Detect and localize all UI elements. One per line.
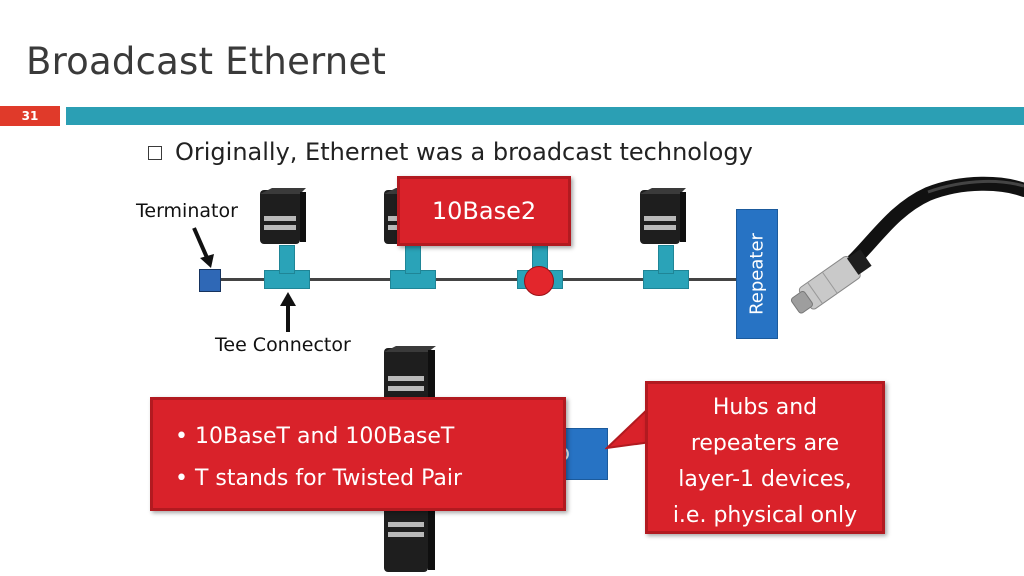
callout-bullet: • T stands for Twisted Pair [175,466,462,491]
server-icon [384,502,436,572]
callout-bullet: • 10BaseT and 100BaseT [175,424,455,449]
server-icon [384,346,436,406]
tee-connector-stem [658,245,674,274]
terminator [199,269,221,292]
callout-10baset: • 10BaseT and 100BaseT • T stands for Tw… [150,397,566,511]
callout-10base2: 10Base2 [397,176,571,246]
tee-connector-label: Tee Connector [215,334,351,356]
collision-dot [524,266,554,296]
bnc-cable-icon [790,176,1024,314]
callout-hubs: Hubs and repeaters are layer-1 devices, … [645,381,885,534]
repeater-label: Repeater [746,233,768,315]
slide-title: Broadcast Ethernet [26,40,387,83]
callout-line: Hubs and [712,395,818,420]
tee-arrow-icon [280,292,296,332]
coax-cable [219,278,737,281]
bullet-checkbox-icon [148,146,162,160]
repeater-box: Repeater [736,209,778,339]
tee-connector-stem [279,245,295,274]
slide-number: 31 [0,106,60,126]
bullet-text: Originally, Ethernet was a broadcast tec… [175,138,753,166]
header-bar [66,107,1024,125]
terminator-label: Terminator [136,200,238,222]
terminator-arrow-icon [192,227,214,268]
callout-line: i.e. physical only [672,503,858,528]
server-icon [260,188,306,244]
callout-line: repeaters are [690,431,840,456]
tee-connector-stem [405,245,421,274]
callout-line: layer-1 devices, [678,467,852,492]
server-icon [640,188,686,244]
